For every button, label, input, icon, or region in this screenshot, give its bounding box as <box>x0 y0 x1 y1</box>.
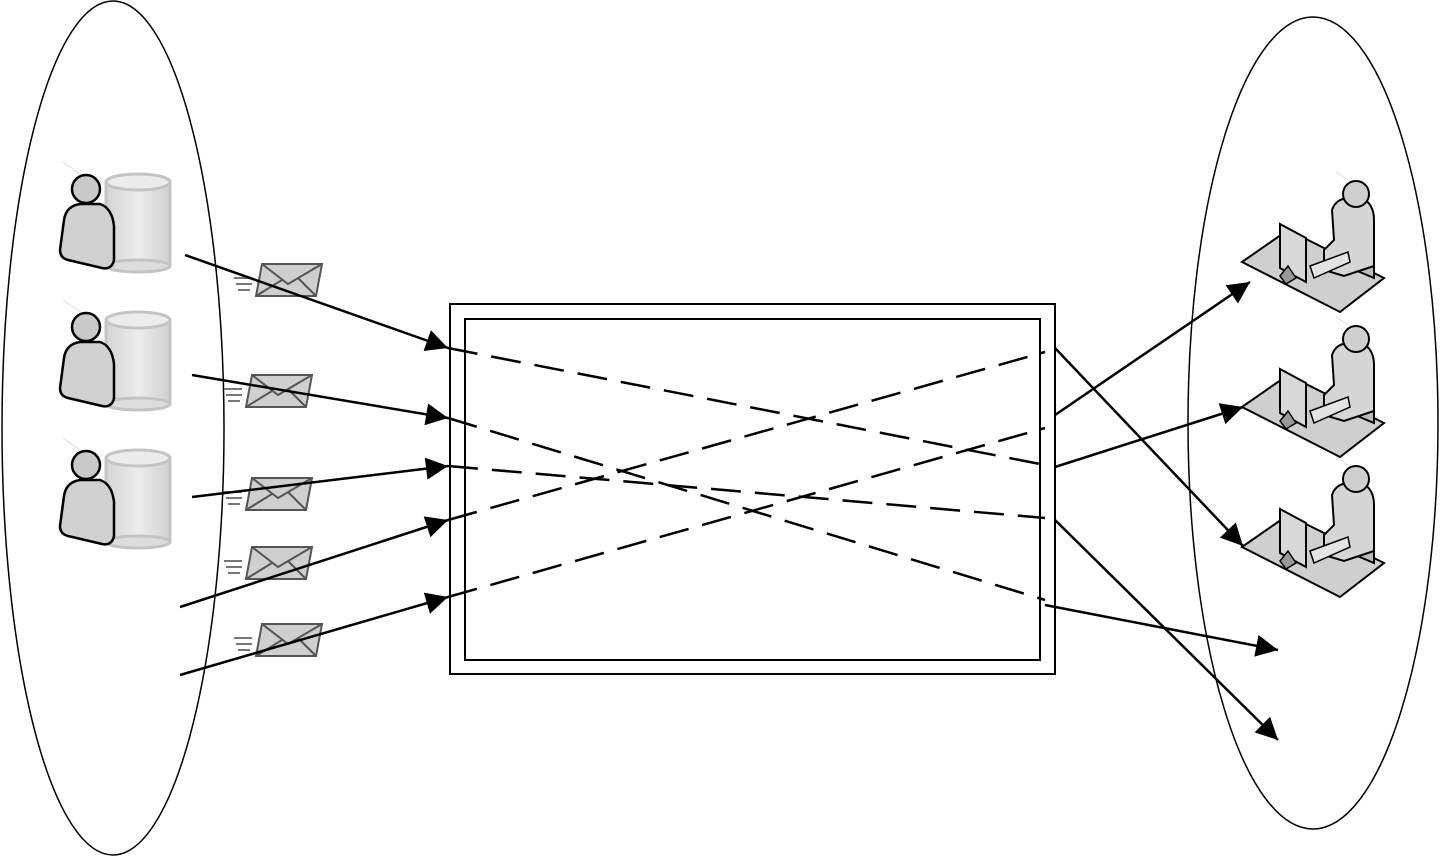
internal-route <box>447 350 1046 522</box>
outgoing-arrow <box>1044 603 1279 657</box>
destination-group-ellipse <box>1187 16 1439 830</box>
user-workstation-icon <box>1241 171 1385 313</box>
incoming-arrow <box>191 457 449 499</box>
outgoing-arrow <box>1054 280 1251 417</box>
envelope-icon <box>223 546 313 580</box>
outgoing-arrow <box>1054 519 1279 741</box>
outgoing-arrow <box>1054 403 1244 469</box>
internal-route <box>447 416 1046 602</box>
incoming-arrow <box>179 592 449 677</box>
user-database-icon <box>58 160 172 274</box>
user-workstation-icon <box>1241 316 1385 458</box>
internal-route <box>447 426 1046 599</box>
processing-box-inner <box>464 318 1041 661</box>
envelope-icon <box>233 263 323 297</box>
user-database-icon <box>58 298 172 412</box>
incoming-arrow <box>179 516 449 609</box>
user-database-icon <box>58 436 172 550</box>
envelope-icon <box>223 374 313 408</box>
internal-route <box>447 346 1046 467</box>
user-workstation-icon <box>1241 456 1385 598</box>
processing-box-outer <box>449 303 1056 675</box>
incoming-arrow <box>184 253 449 352</box>
internal-route <box>447 464 1046 520</box>
envelope-icon <box>223 477 313 511</box>
incoming-arrow <box>191 373 449 426</box>
envelope-icon <box>233 623 323 657</box>
outgoing-arrow <box>1054 347 1244 547</box>
source-group-ellipse <box>1 0 225 856</box>
